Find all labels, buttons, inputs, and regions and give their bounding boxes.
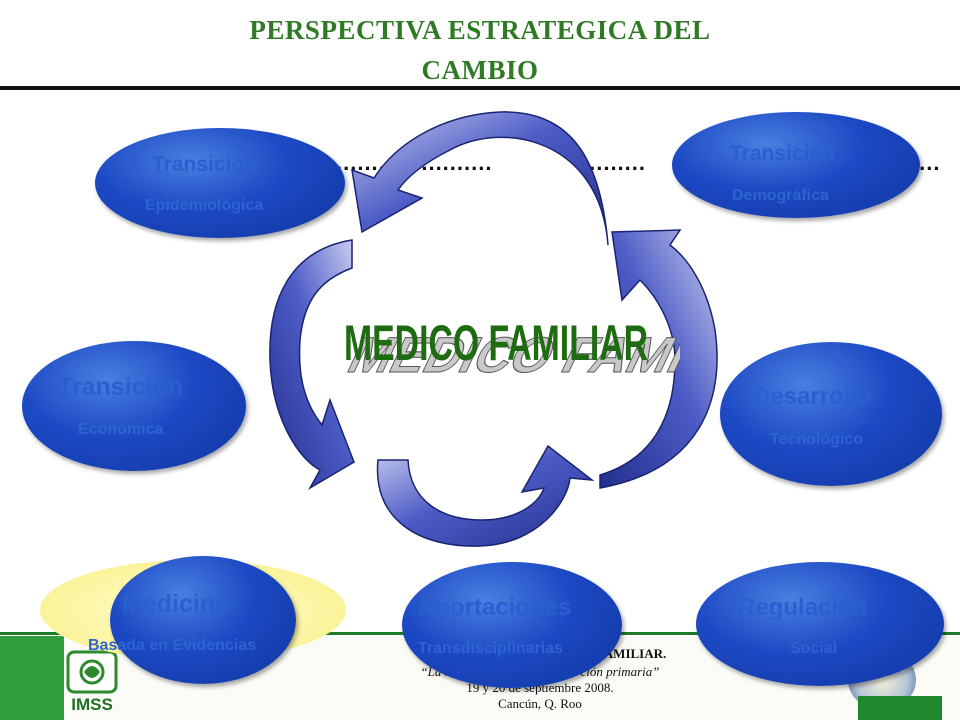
- node-epidemiologica-subtitle: Epidemiológica: [145, 197, 264, 214]
- center-label: MEDICO FAMILIAR: [344, 315, 648, 371]
- node-transicion-epidemiologica: [95, 128, 345, 238]
- footer-line-4: Cancún, Q. Roo: [498, 696, 582, 711]
- svg-text:IMSS: IMSS: [71, 695, 113, 714]
- footer-green-panel: [0, 636, 64, 720]
- node-economica-subtitle: Económica: [78, 421, 164, 438]
- arrow-bottom: [376, 444, 595, 547]
- node-economica-title: Transición: [58, 373, 184, 401]
- node-medicina-title: Medicina: [122, 590, 229, 618]
- footer-green-block: [858, 696, 942, 720]
- title-line-1: PERSPECTIVA ESTRATEGICA DEL: [249, 15, 711, 45]
- node-aportaciones-title: Aportaciones: [418, 594, 572, 621]
- node-demografica-subtitle: Demográfica: [732, 187, 829, 204]
- node-transicion-demografica: [672, 112, 920, 218]
- center-label-shadow: MEDICO FAMILIAR: [339, 327, 680, 383]
- node-desarrollo-tecnologico: [720, 342, 942, 486]
- node-tecnologico-title: Desarrollo: [753, 383, 872, 410]
- node-medicina-subtitle: Basada en Evidencias: [88, 637, 257, 654]
- arrow-right: [599, 229, 718, 489]
- node-regulacion: [696, 562, 944, 686]
- node-aportaciones: [402, 562, 622, 688]
- title-line-2: CAMBIO: [421, 55, 539, 85]
- arrow-left: [269, 239, 355, 491]
- node-regulacion-subtitle: Social: [790, 640, 838, 657]
- page-title: PERSPECTIVA ESTRATEGICA DEL CAMBIO: [150, 10, 810, 90]
- arrow-top: [351, 111, 609, 246]
- title-divider: [0, 86, 960, 90]
- imss-logo: IMSS: [66, 650, 118, 714]
- node-tecnologico-subtitle: Tecnológico: [770, 431, 864, 448]
- node-demografica-title: Transición: [730, 142, 836, 165]
- node-transicion-economica: [22, 341, 246, 471]
- node-regulacion-title: Regulación: [738, 594, 868, 621]
- node-medicina-basada: [110, 556, 296, 684]
- node-epidemiologica-title: Transición: [152, 153, 258, 176]
- node-aportaciones-subtitle: Transdisciplinarias: [418, 640, 563, 657]
- center-label-graphic: MEDICO FAMILIAR MEDICO FAMILIAR: [339, 315, 680, 384]
